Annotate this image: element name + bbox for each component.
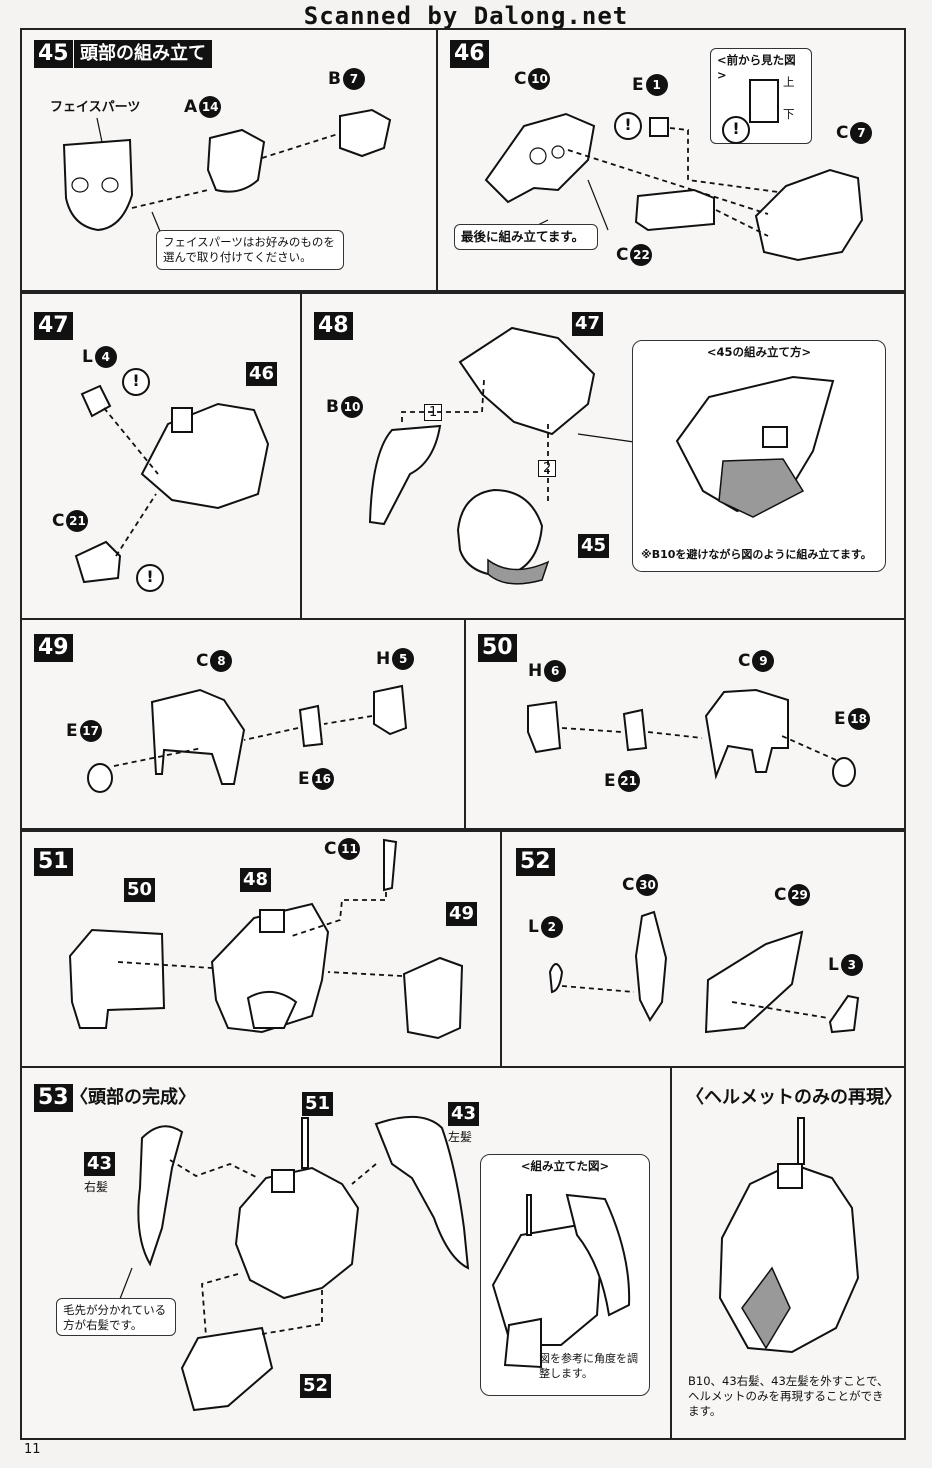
detail-title: <45の組み立て方> (706, 345, 812, 359)
step-number: 46 (450, 40, 489, 68)
step-45-note: フェイスパーツはお好みのものを選んで取り付けてください。 (156, 230, 344, 270)
helmet-note: B10、43右髪、43左髪を外すことで、ヘルメットのみを再現することができます。 (688, 1374, 889, 1418)
assembled-view-inset: <組み立てた図> 図を参考に角度を調整します。 (480, 1154, 650, 1396)
step-50-diagram (527, 688, 856, 787)
ref-step-43-right: 43 (84, 1152, 116, 1176)
step-53-panel: 53 〈頭部の完成〉 51 43 右髪 43 左髪 52 毛先が分かれている方が… (20, 1066, 672, 1440)
step-48-diagram (368, 326, 635, 585)
step-number: 49 (34, 634, 73, 662)
caution-icon: ! (722, 116, 750, 144)
step-51-diagram (68, 838, 464, 1040)
face-parts-label: フェイスパーツ (50, 100, 141, 115)
left-hair-label: 左髪 (448, 1130, 473, 1144)
ref-step-43-left: 43 (448, 1102, 480, 1126)
step-46-diagram (484, 112, 864, 262)
step-52-diagram (548, 910, 860, 1034)
step-number: 45 (34, 40, 73, 68)
front-view-title: <前から見た図> (717, 53, 796, 82)
step-title: 頭部の組み立て (74, 40, 212, 68)
helmet-only-panel: 〈ヘルメットのみの再現〉 B10、43右髪、43左髪を外すことで、ヘルメットのみ… (670, 1066, 906, 1440)
step-number: 47 (34, 312, 73, 340)
step-number: 52 (516, 848, 555, 876)
ref-step-51: 51 (302, 1092, 334, 1116)
assembly-detail-inset: <45の組み立て方> ※B10を避けながら図のように組み立てます。 (632, 340, 886, 572)
step-title: 〈頭部の完成〉 (70, 1087, 196, 1108)
caution-icon: ! (136, 564, 164, 592)
right-hair-label: 右髪 (84, 1180, 109, 1194)
assembled-note: 図を参考に角度を調整します。 (539, 1352, 638, 1380)
step-45-diagram (62, 108, 392, 237)
ref-step-49: 49 (446, 902, 478, 926)
down-label: 下 (783, 107, 795, 121)
assembled-diagram (491, 1193, 631, 1369)
step-49-diagram (87, 684, 408, 793)
step-number: 50 (478, 634, 517, 662)
part-e1-front (749, 79, 779, 123)
caution-icon: ! (122, 368, 150, 396)
step-number: 51 (34, 848, 73, 876)
page-number: 11 (24, 1442, 41, 1457)
ref-step-47: 47 (572, 312, 604, 336)
step-number: 53 (34, 1084, 73, 1112)
helmet-title: 〈ヘルメットのみの再現〉 (686, 1087, 902, 1108)
detail-diagram (675, 375, 835, 518)
up-label: 上 (783, 75, 795, 89)
step-number: 48 (314, 312, 353, 340)
caution-icon: ! (614, 112, 642, 140)
helmet-diagram (718, 1117, 860, 1354)
ref-step-45: 45 (578, 534, 610, 558)
ref-step-48: 48 (240, 868, 272, 892)
assembled-title: <組み立てた図> (520, 1159, 610, 1173)
step-47-diagram (74, 384, 270, 584)
ref-step-50: 50 (124, 878, 156, 902)
step-53-diagram (117, 1115, 470, 1412)
ref-step-52: 52 (300, 1374, 332, 1398)
scan-watermark: Scanned by Dalong.net (303, 2, 629, 30)
detail-note: ※B10を避けながら図のように組み立てます。 (641, 548, 872, 561)
hair-note: 毛先が分かれている方が右髪です。 (56, 1298, 176, 1336)
ref-step-46: 46 (246, 362, 278, 386)
step-46-note: 最後に組み立てます。 (454, 224, 598, 250)
